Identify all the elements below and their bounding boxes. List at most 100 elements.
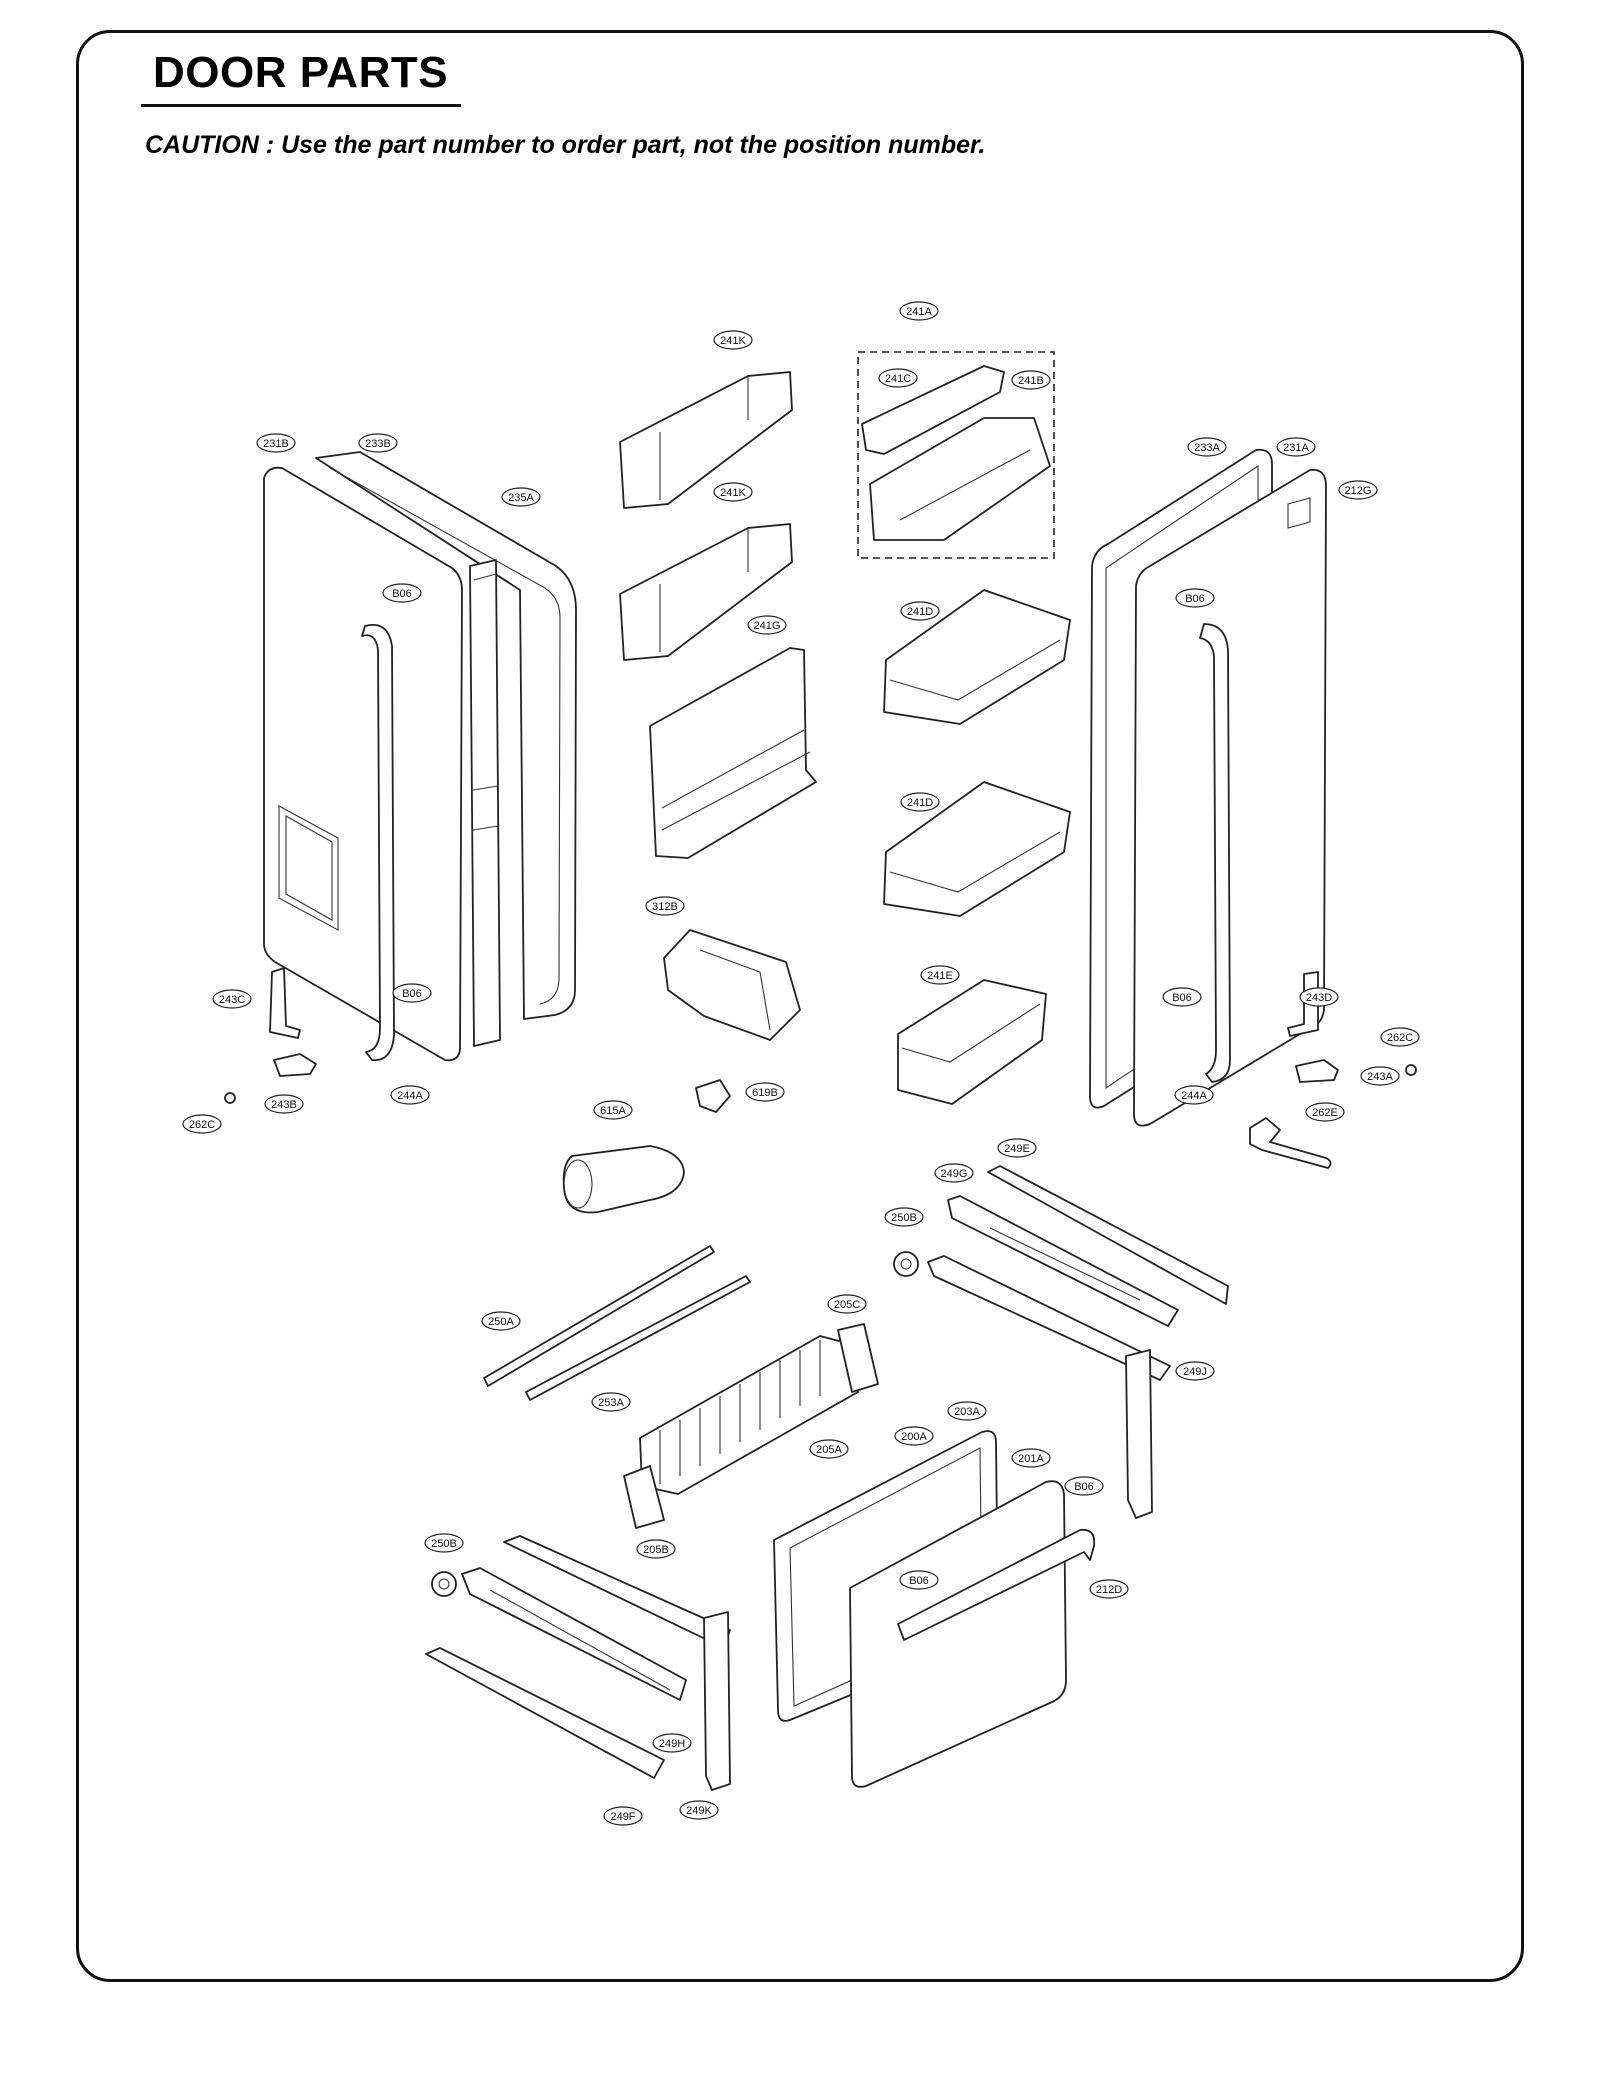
svg-text:205A: 205A <box>816 1444 842 1456</box>
svg-text:B06: B06 <box>402 988 422 1000</box>
part-label-241e: 241E <box>920 965 960 985</box>
drawer-door-201a <box>849 1480 1067 1788</box>
rail-cover-249f <box>425 1647 665 1779</box>
svg-text:241K: 241K <box>720 487 746 499</box>
svg-text:244A: 244A <box>1181 1090 1207 1102</box>
svg-text:241K: 241K <box>720 335 746 347</box>
svg-text:241A: 241A <box>906 306 932 318</box>
svg-text:249G: 249G <box>941 1168 968 1180</box>
left-door-gasket-233b <box>315 451 577 1020</box>
part-label-243d: 243D <box>1299 987 1339 1007</box>
svg-text:241D: 241D <box>907 606 933 618</box>
part-label-b06-left-top: B06 <box>382 583 422 603</box>
svg-text:241D: 241D <box>907 797 933 809</box>
part-label-262e: 262E <box>1305 1102 1345 1122</box>
svg-text:249J: 249J <box>1183 1366 1207 1378</box>
svg-text:249F: 249F <box>610 1811 635 1823</box>
svg-text:231A: 231A <box>1283 442 1309 454</box>
right-door-panel-231a <box>1133 468 1327 1127</box>
part-label-b06-right-bottom: B06 <box>1162 987 1202 1007</box>
svg-text:262E: 262E <box>1312 1107 1338 1119</box>
svg-text:212G: 212G <box>1345 485 1372 497</box>
page-title: DOOR PARTS <box>153 48 449 97</box>
part-label-244a-left: 244A <box>390 1085 430 1105</box>
part-label-241g: 241G <box>747 615 787 635</box>
svg-text:241E: 241E <box>927 970 953 982</box>
rail-250a <box>483 1245 715 1387</box>
part-label-241k-mid: 241K <box>713 482 753 502</box>
svg-text:B06: B06 <box>1172 992 1192 1004</box>
svg-text:262C: 262C <box>189 1119 215 1131</box>
part-label-244a-right: 244A <box>1174 1085 1214 1105</box>
svg-text:619B: 619B <box>752 1087 778 1099</box>
basket-end-205b <box>623 1465 665 1529</box>
part-label-250a: 250A <box>481 1311 521 1331</box>
part-label-253a: 253A <box>591 1392 631 1412</box>
svg-text:249E: 249E <box>1004 1143 1030 1155</box>
part-label-205c: 205C <box>827 1294 867 1314</box>
rail-assembly-249j <box>927 1255 1171 1519</box>
left-door-panel-231b <box>263 466 463 1062</box>
part-label-b06-drawer-top: B06 <box>1064 1476 1104 1496</box>
hinge-243a <box>1295 1059 1339 1083</box>
part-label-250b-right: 250B <box>884 1207 924 1227</box>
svg-text:233B: 233B <box>365 438 391 450</box>
part-label-249f: 249F <box>603 1806 643 1826</box>
rail-assembly-249k <box>503 1535 731 1791</box>
right-door-handle <box>1199 623 1231 1083</box>
part-label-243b: 243B <box>264 1094 304 1114</box>
part-label-212d: 212D <box>1089 1579 1129 1599</box>
svg-text:B06: B06 <box>909 1575 929 1587</box>
svg-text:250A: 250A <box>488 1316 514 1328</box>
rail-253a <box>525 1275 751 1401</box>
svg-text:243D: 243D <box>1306 992 1332 1004</box>
svg-text:243A: 243A <box>1367 1071 1393 1083</box>
svg-text:241G: 241G <box>754 620 781 632</box>
left-door-handle <box>361 624 395 1061</box>
basket-end-205c <box>837 1323 879 1393</box>
part-label-200a: 200A <box>894 1426 934 1446</box>
svg-text:253A: 253A <box>598 1397 624 1409</box>
part-label-241c: 241C <box>878 368 918 388</box>
part-label-241b: 241B <box>1011 370 1051 390</box>
part-label-205a: 205A <box>809 1439 849 1459</box>
part-label-233a: 233A <box>1187 437 1227 457</box>
svg-text:205B: 205B <box>643 1544 669 1556</box>
drawer-handle-212d <box>897 1528 1096 1641</box>
gear-250b-left <box>431 1571 457 1597</box>
svg-text:203A: 203A <box>954 1406 980 1418</box>
part-label-312b: 312B <box>645 896 685 916</box>
part-label-233b: 233B <box>358 433 398 453</box>
svg-text:B06: B06 <box>1185 593 1205 605</box>
part-label-619b: 619B <box>745 1082 785 1102</box>
part-label-249j: 249J <box>1175 1361 1215 1381</box>
part-label-243c: 243C <box>212 989 252 1009</box>
part-label-201a: 201A <box>1011 1448 1051 1468</box>
part-label-241a: 241A <box>899 301 939 321</box>
svg-text:249K: 249K <box>686 1805 712 1817</box>
svg-text:243C: 243C <box>219 994 245 1006</box>
door-bin-241d-top <box>883 589 1071 725</box>
part-label-241k-top: 241K <box>713 330 753 350</box>
rail-cover-249e <box>987 1165 1229 1305</box>
part-label-249g: 249G <box>934 1163 974 1183</box>
svg-text:233A: 233A <box>1194 442 1220 454</box>
ice-bucket-cover-312b <box>663 929 801 1041</box>
hinge-243b <box>273 1053 317 1077</box>
part-label-615a: 615A <box>593 1100 633 1120</box>
door-bin-241k-top <box>619 371 793 509</box>
svg-text:B06: B06 <box>1074 1481 1094 1493</box>
page-frame <box>76 30 1524 1982</box>
svg-text:200A: 200A <box>901 1431 927 1443</box>
svg-text:235A: 235A <box>508 492 534 504</box>
svg-text:205C: 205C <box>834 1299 860 1311</box>
door-bin-assembly-241a <box>857 351 1055 559</box>
svg-text:615A: 615A <box>600 1105 626 1117</box>
part-label-243a: 243A <box>1360 1066 1400 1086</box>
caution-note: CAUTION : Use the part number to order p… <box>145 131 986 159</box>
part-label-249h: 249H <box>652 1733 692 1753</box>
svg-text:231B: 231B <box>263 438 289 450</box>
svg-text:244A: 244A <box>397 1090 423 1102</box>
svg-text:212D: 212D <box>1096 1584 1122 1596</box>
hinge-243d <box>1287 971 1319 1037</box>
